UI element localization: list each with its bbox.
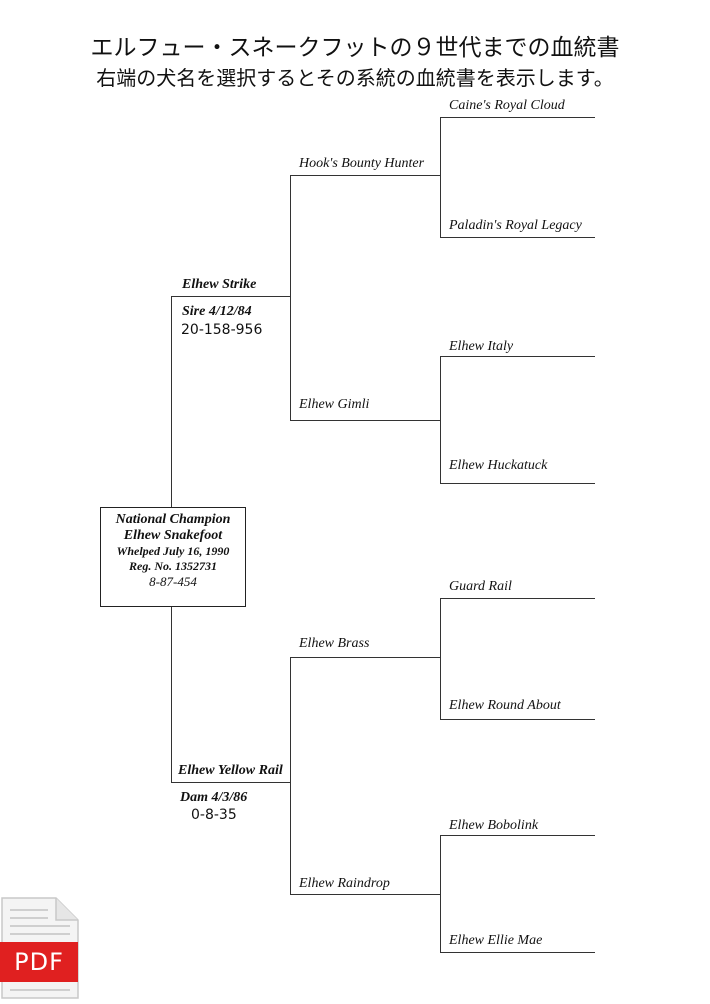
connector-line: [440, 117, 441, 237]
connector-line: [290, 420, 440, 421]
sire-number: 20-158-956: [181, 322, 263, 338]
subject-title: National Champion: [115, 512, 231, 527]
connector-line: [171, 782, 290, 783]
connector-line: [290, 657, 440, 658]
dam-detail: Dam 4/3/86: [180, 790, 248, 805]
connector-line: [440, 952, 595, 953]
great-grandparent-link[interactable]: Elhew Bobolink: [449, 818, 539, 833]
connector-line: [440, 483, 595, 484]
great-grandparent-link[interactable]: Paladin's Royal Legacy: [449, 218, 582, 233]
connector-line: [290, 175, 440, 176]
pdf-label: PDF: [14, 948, 64, 976]
connector-line: [440, 719, 595, 720]
pdf-icon[interactable]: PDF: [0, 896, 80, 1000]
connector-line: [171, 296, 290, 297]
subject-name: Elhew Snakefoot: [123, 528, 223, 543]
connector-line: [440, 117, 595, 118]
grandparent-dam-dam: Elhew Raindrop: [299, 876, 390, 891]
dam-number: 0-8-35: [191, 807, 237, 823]
great-grandparent-link[interactable]: Elhew Round About: [449, 698, 561, 713]
connector-line: [440, 237, 595, 238]
sire-name: Elhew Strike: [182, 277, 257, 292]
connector-line: [440, 356, 595, 357]
connector-line: [440, 835, 441, 952]
connector-line: [171, 606, 172, 782]
connector-line: [171, 296, 172, 507]
connector-line: [440, 356, 441, 483]
connector-line: [290, 657, 291, 894]
page-subtitle: 右端の犬名を選択するとその系統の血統書を表示します。: [96, 66, 614, 90]
grandparent-sire-sire: Hook's Bounty Hunter: [299, 156, 425, 171]
connector-line: [290, 894, 440, 895]
great-grandparent-link[interactable]: Elhew Italy: [449, 339, 514, 354]
connector-line: [440, 598, 595, 599]
page-title: エルフュー・スネークフットの９世代までの血統書: [90, 35, 620, 61]
subject-box: National Champion Elhew Snakefoot Whelpe…: [100, 507, 246, 607]
grandparent-sire-dam: Elhew Gimli: [299, 397, 370, 412]
subject-whelped: Whelped July 16, 1990: [116, 544, 230, 558]
grandparent-dam-sire: Elhew Brass: [299, 636, 370, 651]
great-grandparent-link[interactable]: Elhew Ellie Mae: [449, 933, 543, 948]
connector-line: [440, 598, 441, 719]
subject-number: 8-87-454: [149, 574, 197, 589]
great-grandparent-link[interactable]: Elhew Huckatuck: [449, 458, 548, 473]
great-grandparent-link[interactable]: Caine's Royal Cloud: [449, 98, 565, 113]
dam-name: Elhew Yellow Rail: [178, 763, 283, 778]
connector-line: [440, 835, 595, 836]
sire-detail: Sire 4/12/84: [182, 304, 252, 319]
connector-line: [290, 175, 291, 420]
great-grandparent-link[interactable]: Guard Rail: [449, 579, 512, 594]
subject-reg-no: Reg. No. 1352731: [129, 559, 217, 573]
